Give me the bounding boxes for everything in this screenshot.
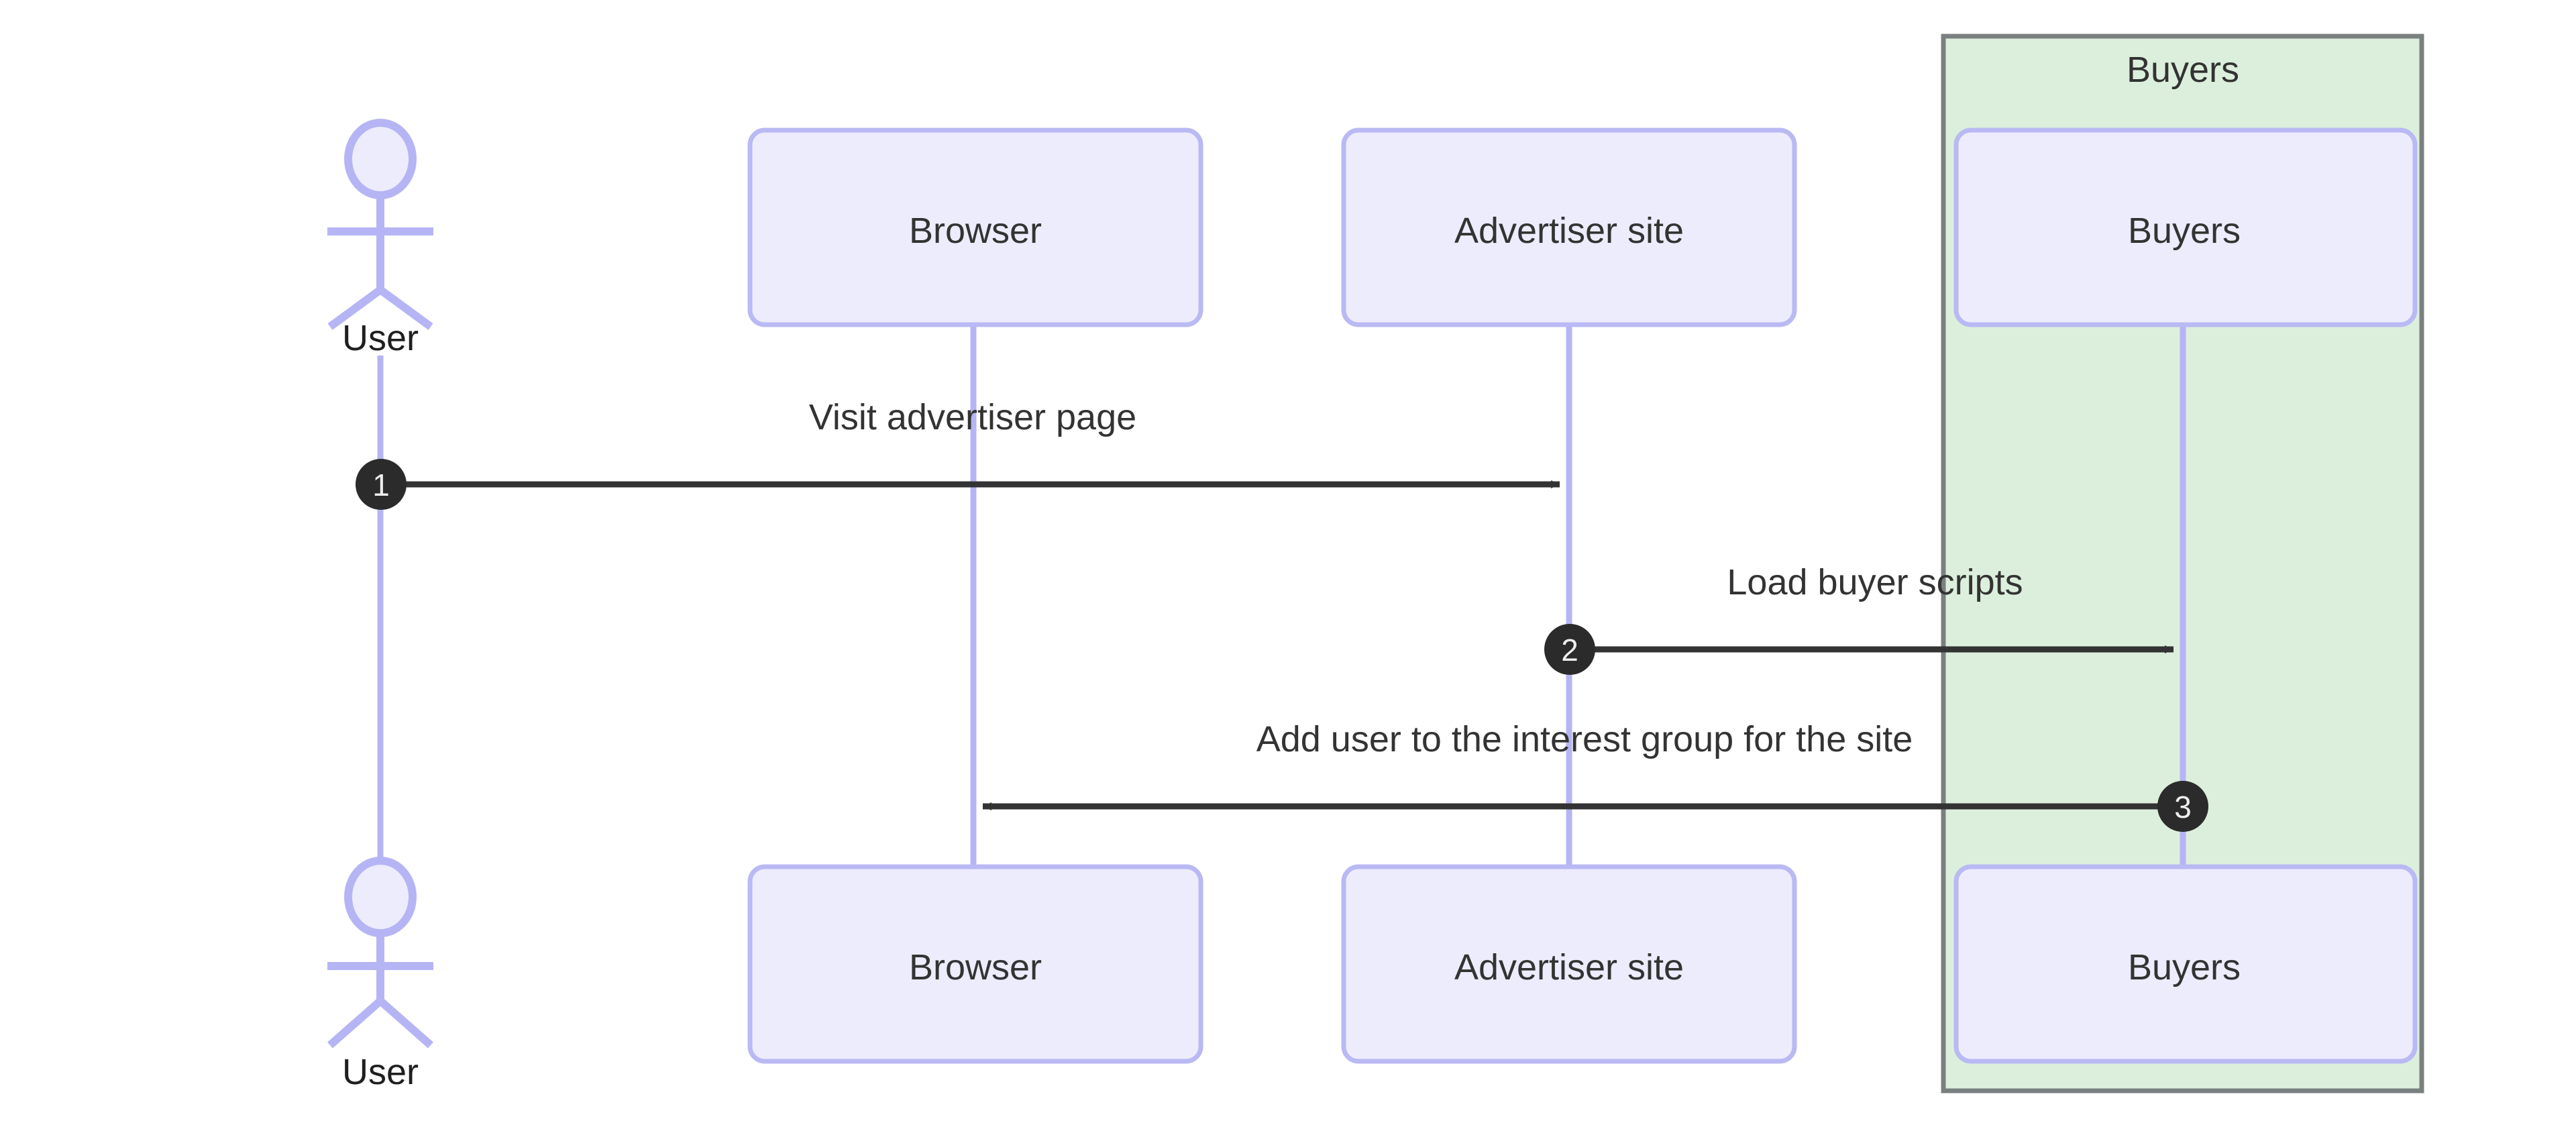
participant-browser-top-label: Browser: [909, 211, 1042, 251]
actor-user-bottom[interactable]: User: [327, 857, 433, 1092]
participant-browser-bottom-label: Browser: [909, 947, 1042, 987]
message-3-label: Add user to the interest group for the s…: [1256, 719, 1913, 759]
message-2[interactable]: Load buyer scripts 2: [1544, 562, 2174, 675]
participant-browser-bottom[interactable]: Browser: [747, 864, 1203, 1064]
participant-advertiser-top-box: [1341, 127, 1797, 327]
participant-buyers-top-box: [1953, 127, 2418, 327]
actor-user-top-label: User: [342, 318, 419, 358]
message-1-marker: [356, 459, 407, 510]
participant-browser-top-box: [747, 127, 1203, 327]
actor-user-top[interactable]: User: [327, 119, 433, 358]
actor-user-bottom-label: User: [342, 1052, 419, 1092]
participant-advertiser-bottom[interactable]: Advertiser site: [1341, 864, 1797, 1064]
actor-leg-right-line: [378, 286, 433, 330]
message-3[interactable]: Add user to the interest group for the s…: [983, 719, 2208, 832]
participant-advertiser-bottom-box: [1341, 864, 1797, 1064]
participant-buyers-bottom-label: Buyers: [2128, 947, 2241, 987]
participant-buyers-top[interactable]: Buyers: [1953, 127, 2418, 327]
actor-leg-right-line: [378, 998, 433, 1049]
lifelines: [377, 325, 2186, 872]
participant-browser-top[interactable]: Browser: [747, 127, 1203, 327]
message-1-label: Visit advertiser page: [809, 397, 1136, 437]
message-1[interactable]: Visit advertiser page 1: [356, 397, 1560, 510]
actor-leg-left-line: [327, 286, 383, 330]
message-2-label: Load buyer scripts: [1727, 562, 2023, 602]
participant-advertiser-top-label: Advertiser site: [1454, 211, 1684, 251]
message-3-number: 3: [2174, 790, 2192, 824]
actor-head-icon: [344, 857, 417, 937]
message-2-marker: [1544, 624, 1595, 675]
participant-advertiser-top[interactable]: Advertiser site: [1341, 127, 1797, 327]
message-3-marker: [2157, 781, 2208, 832]
participant-buyers-bottom[interactable]: Buyers: [1953, 864, 2418, 1064]
participant-buyers-bottom-box: [1953, 864, 2418, 1064]
participant-advertiser-bottom-label: Advertiser site: [1454, 947, 1684, 987]
message-1-number: 1: [372, 468, 390, 502]
message-2-number: 2: [1561, 633, 1578, 667]
actor-leg-left-line: [327, 998, 383, 1049]
actor-head-icon: [344, 119, 417, 199]
participant-buyers-top-label: Buyers: [2128, 211, 2241, 251]
participant-browser-bottom-box: [747, 864, 1203, 1064]
group-buyers-label: Buyers: [2127, 50, 2239, 90]
